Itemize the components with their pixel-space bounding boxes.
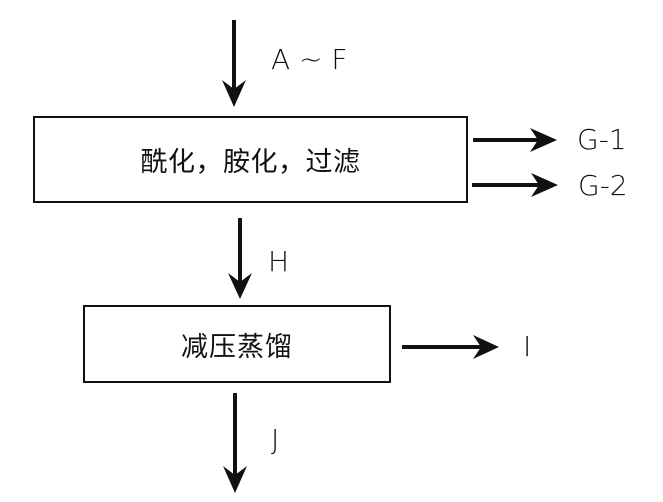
flow-label-h: H xyxy=(268,245,290,278)
arrowhead-right-icon xyxy=(531,173,558,197)
arrow-output-j xyxy=(223,393,247,493)
input-label-a-f: A ~ F xyxy=(271,43,348,76)
process-step-acylation-amination-filtration: 酰化，胺化，过滤 xyxy=(33,116,468,203)
arrowhead-down-icon xyxy=(223,466,247,493)
arrowhead-right-icon xyxy=(473,335,499,359)
arrow-output-g1 xyxy=(473,128,557,152)
arrow-input-a-f xyxy=(222,20,246,107)
output-label-j: J xyxy=(271,423,280,456)
step-label: 酰化，胺化，过滤 xyxy=(140,147,361,178)
arrow-output-g2 xyxy=(472,173,558,197)
arrowhead-down-icon xyxy=(222,80,246,107)
output-label-i: I xyxy=(523,330,532,363)
arrow-flow-h xyxy=(228,218,252,299)
process-step-vacuum-distillation: 减压蒸馏 xyxy=(83,305,391,383)
arrowhead-right-icon xyxy=(530,128,557,152)
step-label: 减压蒸馏 xyxy=(181,331,293,363)
arrowhead-down-icon xyxy=(228,273,252,299)
output-label-g1: G-1 xyxy=(577,123,627,156)
arrow-output-i xyxy=(402,335,499,359)
output-label-g2: G-2 xyxy=(578,169,628,202)
